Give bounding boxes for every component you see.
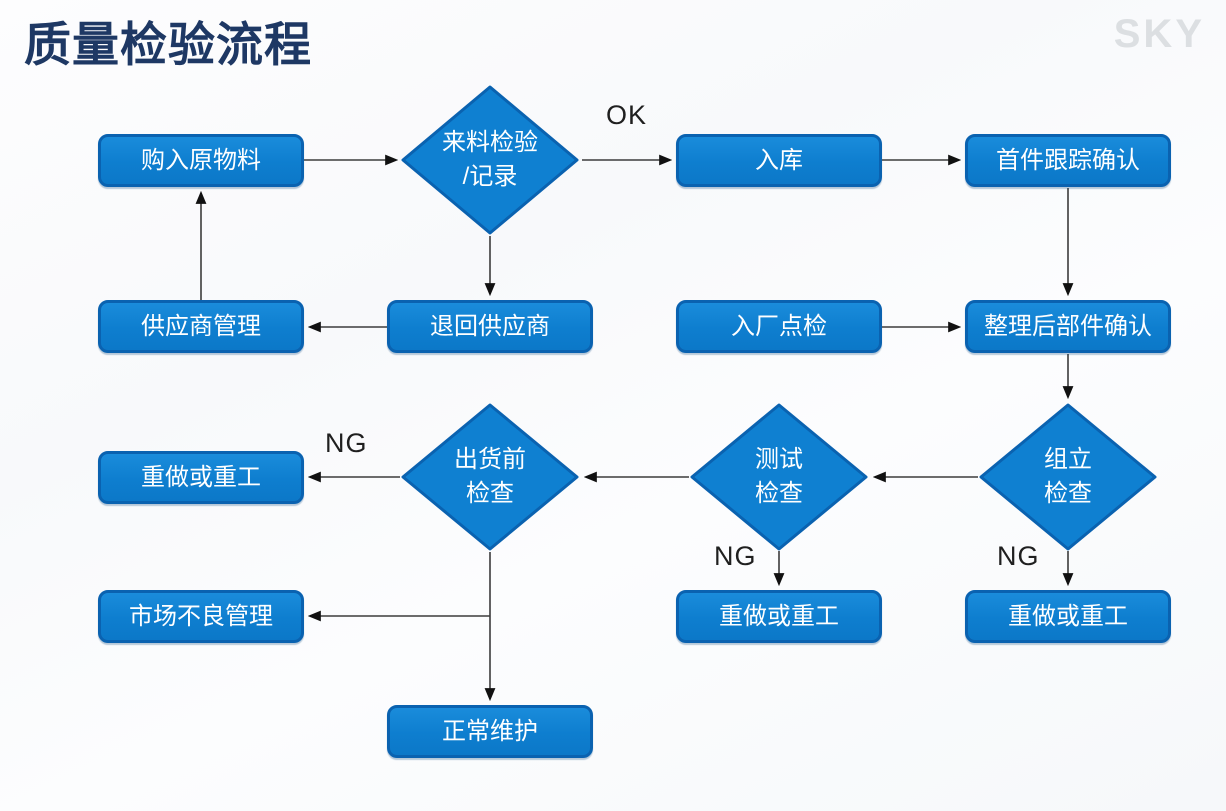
node-pre-shipment-inspection: 出货前 检查 [400,402,580,552]
node-purchase-raw-materials: 购入原物料 [98,134,304,187]
diamond-shape [979,403,1157,551]
page-title: 质量检验流程 [24,18,312,71]
node-market-defect-management: 市场不良管理 [98,590,304,643]
node-label: 市场不良管理 [129,602,273,630]
node-rework-right: 重做或重工 [965,590,1171,643]
node-label: 测试 检查 [755,446,803,507]
node-test-inspection: 测试 检查 [689,402,869,552]
node-normal-maintenance: 正常维护 [387,705,593,758]
node-label: 重做或重工 [141,463,261,491]
node-rework-left: 重做或重工 [98,451,304,504]
node-label: 出货前 检查 [454,446,526,507]
node-supplier-management: 供应商管理 [98,300,304,353]
node-label: 正常维护 [442,717,538,745]
node-label: 重做或重工 [1008,602,1128,630]
node-post-arrangement-confirmation: 整理后部件确认 [965,300,1171,353]
node-warehouse-in: 入库 [676,134,882,187]
edge-label-ok: OK [606,100,648,130]
node-label: 首件跟踪确认 [996,146,1140,174]
node-return-to-supplier: 退回供应商 [387,300,593,353]
edge-label-ng-preshipment: NG [325,428,368,458]
node-label: 供应商管理 [141,312,261,340]
edge-label-ng-assembly: NG [997,541,1040,571]
node-assembly-inspection: 组立 检查 [978,402,1158,552]
diamond-shape [690,403,868,551]
node-first-article-tracking: 首件跟踪确认 [965,134,1171,187]
node-label: 购入原物料 [141,146,261,174]
node-incoming-inspection: 来料检验 /记录 [400,84,580,236]
node-label: 来料检验 /记录 [442,129,538,190]
node-factory-entry-check: 入厂点检 [676,300,882,353]
node-label: 退回供应商 [430,312,550,340]
node-rework-middle: 重做或重工 [676,590,882,643]
node-label: 重做或重工 [719,602,839,630]
edge-label-ng-test: NG [714,541,757,571]
diamond-shape [401,85,579,235]
node-label: 整理后部件确认 [984,312,1152,340]
sky-watermark: SKY [1113,12,1205,56]
node-label: 入库 [755,146,803,174]
node-label: 入厂点检 [731,312,827,340]
node-label: 组立 检查 [1044,446,1092,507]
diamond-shape [401,403,579,551]
